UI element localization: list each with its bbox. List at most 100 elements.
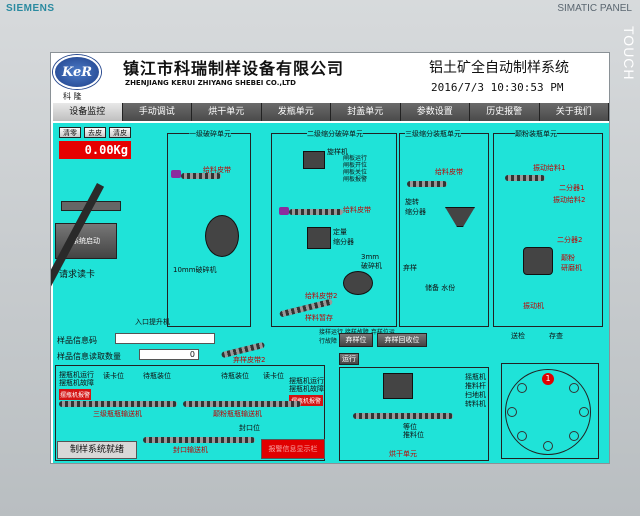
row2-status: 摆瓶机运行 摆瓶机故障 <box>289 377 324 393</box>
read-card-label: 请求读卡 <box>59 270 96 280</box>
company-name-cn: 镇江市科瑞制样设备有限公司 <box>123 59 345 78</box>
vib-feeder-conveyor <box>505 175 545 181</box>
grinder-icon <box>523 247 553 275</box>
dryer-label: 烘干单元 <box>389 450 417 458</box>
rotary-divider-label: 旋样机 <box>327 148 348 156</box>
belt1-conveyor <box>181 173 221 179</box>
run-button[interactable]: 运行 <box>339 353 359 365</box>
tab-manual-debug[interactable]: 手动调试 <box>122 103 192 121</box>
capper-conveyor-label: 封口输送机 <box>173 446 208 454</box>
crusher2-label: 3mm 破碎机 <box>361 253 382 270</box>
crusher2-icon <box>343 271 373 295</box>
carousel-position[interactable] <box>569 383 579 393</box>
tab-alarm-history[interactable]: 历史报警 <box>470 103 540 121</box>
datetime-display: 2016/7/3 10:30:53 PM <box>431 81 564 94</box>
sample-info-label: 样品信息码 <box>57 336 97 345</box>
unit4-title: 颠粉装瓶单元 <box>515 129 557 139</box>
carousel-position[interactable] <box>569 431 579 441</box>
conveyor-status: 接样运行 接样故障 弃样位运行故障 <box>319 329 395 345</box>
scale-tare-button[interactable]: 去皮 <box>84 127 106 138</box>
belt1-motor-icon <box>171 170 181 178</box>
belt2-label: 给料皮带 <box>343 206 371 214</box>
unit3-title: 三级缩分装瓶单元 <box>405 129 461 139</box>
alarm-info-bar: 报警信息显示栏 <box>261 439 325 459</box>
dryer-icon <box>383 373 413 399</box>
belt1-label: 给料皮带 <box>203 166 231 174</box>
row2-read-card: 读卡位 <box>263 372 284 380</box>
store-label: 存查 <box>549 332 563 340</box>
bottle-conveyor-panel <box>55 365 325 461</box>
elevator-label: 入口提升机 <box>135 318 170 326</box>
capper-label: 封口位 <box>239 424 260 432</box>
tab-drying-unit[interactable]: 烘干单元 <box>192 103 262 121</box>
unit1-title: 一级破碎单元 <box>189 129 231 139</box>
belt3-label: 给料皮带2 <box>305 292 338 300</box>
sample-rack-label: 样料暂存 <box>305 314 333 322</box>
logo-subtitle: 科 隆 <box>63 92 82 101</box>
weight-display: 0.00Kg <box>59 141 131 159</box>
vib-feeder2-label: 振动给料2 <box>553 196 586 204</box>
splitter1-label: 二分器1 <box>559 184 585 192</box>
brand-touch: TOUCH <box>621 26 637 81</box>
tab-parameters[interactable]: 参数设置 <box>400 103 470 121</box>
divider2-label: 定量 缩分器 <box>333 228 354 246</box>
nav-tabs: 设备监控 手动调试 烘干单元 发瓶单元 封盖单元 参数设置 历史报警 关于我们 <box>53 103 609 121</box>
rotary2-label: 旋转 缩分器 <box>405 198 426 216</box>
system-status-display: 制样系统就绪 <box>57 441 137 459</box>
belt4-conveyor <box>407 181 447 187</box>
conveyor-4-label: 颠粉瓶瓶输送机 <box>213 410 262 418</box>
carousel-position-1[interactable]: 1 <box>542 373 554 385</box>
discard-recycle-button[interactable]: 弃样回收位 <box>377 333 427 347</box>
vib-feeder-label: 振动给料1 <box>533 164 566 172</box>
row1-status-a: 摆瓶机运行 摆瓶机故障 <box>59 371 94 387</box>
belt2-motor-icon <box>279 207 289 215</box>
crusher1-label: 10mm破碎机 <box>173 266 217 274</box>
carousel-position[interactable] <box>517 383 527 393</box>
conveyor-3 <box>59 401 177 407</box>
dryer-label-list: 摇瓶机 推料杆 扫地机 转料机 <box>465 373 486 408</box>
carousel-position[interactable] <box>543 441 553 451</box>
reserve-label: 储备 水份 <box>425 284 456 292</box>
grinder-label: 颠粉 研磨机 <box>561 254 582 272</box>
tab-about[interactable]: 关于我们 <box>539 103 609 121</box>
carousel-position[interactable] <box>517 431 527 441</box>
row1-wait-bottle: 待瓶装位 <box>143 372 171 380</box>
unit3-panel <box>399 133 489 327</box>
dryer-conveyor <box>353 413 453 419</box>
process-canvas: 清零 去皮 清皮 0.00Kg 系统启动 请求读卡 入口提升机 一级破碎单元 给… <box>51 123 609 463</box>
sample-count-field[interactable]: 0 <box>139 349 199 360</box>
bottle-alarm-2: 摆瓶机报警 <box>289 395 323 406</box>
scale-zero-button[interactable]: 清零 <box>59 127 81 138</box>
row2-wait-bottle: 待瓶装位 <box>221 372 249 380</box>
system-title: 铝土矿全自动制样系统 <box>429 60 569 76</box>
capper-conveyor <box>143 437 255 443</box>
brand-simatic-panel: SIMATIC PANEL <box>557 3 632 14</box>
dryer-position-list: 等位 推料位 <box>403 423 424 439</box>
gate-status-list: 闸板运行 闸板开位 闸板关位 闸板报警 <box>343 155 368 183</box>
tab-bottle-unit[interactable]: 发瓶单元 <box>261 103 331 121</box>
tab-device-monitor[interactable]: 设备监控 <box>53 103 123 121</box>
splitter2-label: 二分器2 <box>557 236 583 244</box>
send-label: 送检 <box>511 332 525 340</box>
scale-clear-button[interactable]: 清皮 <box>109 127 131 138</box>
conveyor-4 <box>183 401 301 407</box>
company-name-en: ZHENJIANG KERUI ZHIYANG SHEBEI CO.,LTD <box>125 79 296 87</box>
belt4-label: 给料皮带 <box>435 168 463 176</box>
sample-count-label: 样品信息读取数量 <box>57 352 121 361</box>
carousel-position[interactable] <box>579 407 589 417</box>
discard-position-button[interactable]: 弃样位 <box>339 333 373 347</box>
crusher1-icon <box>205 215 239 257</box>
unit2-title: 二级缩分破碎单元 <box>307 129 363 139</box>
discard-label: 弃样 <box>403 264 417 272</box>
company-logo: KeR <box>53 55 101 89</box>
sample-info-field[interactable] <box>115 333 215 344</box>
brand-siemens: SIEMENS <box>6 3 55 14</box>
bottle-carousel-panel <box>501 363 599 459</box>
divider2-icon <box>307 227 331 249</box>
dryer-panel <box>339 367 489 461</box>
discard-belt-label: 弃样皮带2 <box>233 356 266 364</box>
carousel-position[interactable] <box>507 407 517 417</box>
conveyor-3-label: 三级瓶瓶输送机 <box>93 410 142 418</box>
vibrator-label: 振动机 <box>523 302 544 310</box>
tab-capping-unit[interactable]: 封盖单元 <box>331 103 401 121</box>
